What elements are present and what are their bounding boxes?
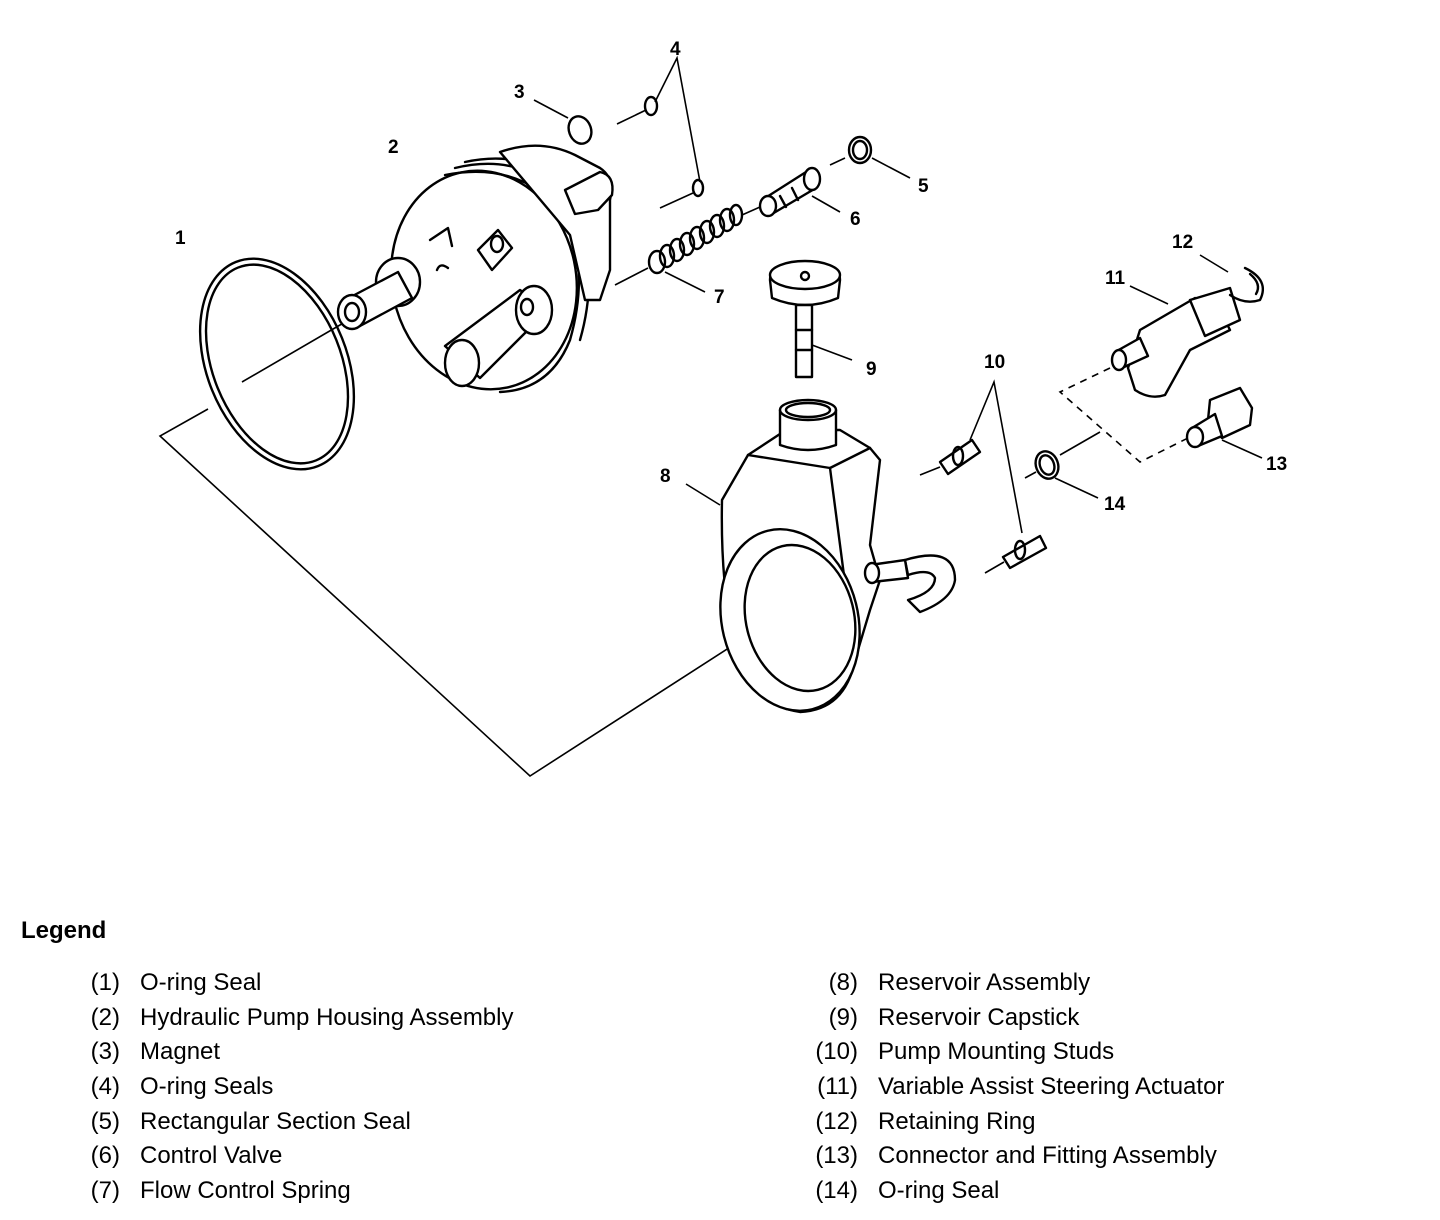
legend-number: (14): [815, 1177, 858, 1205]
callout-8: 8: [660, 466, 671, 487]
callout-12: 12: [1172, 232, 1193, 253]
callout-7: 7: [714, 287, 725, 308]
exploded-view-diagram: 1 2 3 4 5 6 7 8 9 10 11 12 13 14: [158, 39, 1287, 778]
dashed-assembly-line: [1058, 367, 1193, 463]
o-ring-seals-part: [616, 55, 705, 209]
legend-label: Variable Assist Steering Actuator: [878, 1073, 1225, 1101]
legend-title: Legend: [21, 917, 107, 944]
legend-number: (4): [90, 1073, 120, 1101]
callout-10: 10: [984, 352, 1005, 373]
callout-3: 3: [514, 82, 525, 103]
callout-13: 13: [1266, 454, 1287, 475]
legend-label: O-ring Seal: [140, 969, 262, 996]
callout-2: 2: [388, 137, 399, 158]
legend-label: O-ring Seal: [878, 1177, 1000, 1205]
callout-9: 9: [866, 359, 877, 380]
legend-label: Control Valve: [140, 1142, 283, 1170]
callout-11: 11: [1105, 268, 1126, 289]
legend-number: (6): [90, 1142, 120, 1170]
legend-number: (9): [828, 1003, 858, 1031]
pump-mounting-studs-part: [919, 379, 1048, 574]
legend-label: Retaining Ring: [878, 1107, 1036, 1135]
legend-number: (1): [90, 969, 120, 996]
legend-number: (13): [815, 1142, 858, 1170]
small-o-ring-part: [1024, 431, 1101, 499]
steering-actuator-part: [1110, 285, 1242, 398]
reservoir-capstick-part: [768, 259, 853, 379]
assembly-bracket-line: [158, 408, 781, 778]
legend-label: O-ring Seals: [140, 1073, 274, 1101]
legend-label: Rectangular Section Seal: [140, 1107, 411, 1135]
magnet-part: [533, 99, 593, 145]
legend-number: (7): [90, 1177, 120, 1205]
reservoir-assembly-part: [685, 398, 957, 714]
callout-4: 4: [670, 39, 681, 60]
connector-fitting-part: [1185, 386, 1263, 459]
o-ring-seal-part: [198, 257, 356, 471]
retaining-ring-part: [1199, 254, 1265, 303]
rectangular-seal-part: [829, 135, 911, 179]
callout-6: 6: [850, 209, 861, 230]
legend-label: Pump Mounting Studs: [878, 1038, 1115, 1066]
callout-5: 5: [918, 176, 929, 197]
legend-label: Flow Control Spring: [140, 1177, 351, 1205]
legend-number: (3): [90, 1038, 120, 1066]
legend-number: (11): [817, 1073, 858, 1101]
legend-label: Reservoir Assembly: [878, 969, 1091, 996]
legend-number: (8): [828, 969, 858, 996]
control-valve-part: [741, 166, 841, 218]
legend-number: (2): [90, 1003, 120, 1031]
callout-1: 1: [175, 228, 186, 249]
legend-label: Reservoir Capstick: [878, 1003, 1080, 1031]
legend-label: Hydraulic Pump Housing Assembly: [140, 1003, 514, 1031]
legend-number: (5): [90, 1107, 120, 1135]
legend-number: (10): [815, 1038, 858, 1066]
pump-housing-part: [336, 144, 614, 394]
flow-control-spring-part: [614, 203, 744, 293]
callout-14: 14: [1104, 494, 1126, 515]
legend-label: Magnet: [140, 1038, 221, 1066]
legend-number: (12): [815, 1107, 858, 1135]
legend-label: Connector and Fitting Assembly: [878, 1142, 1217, 1170]
